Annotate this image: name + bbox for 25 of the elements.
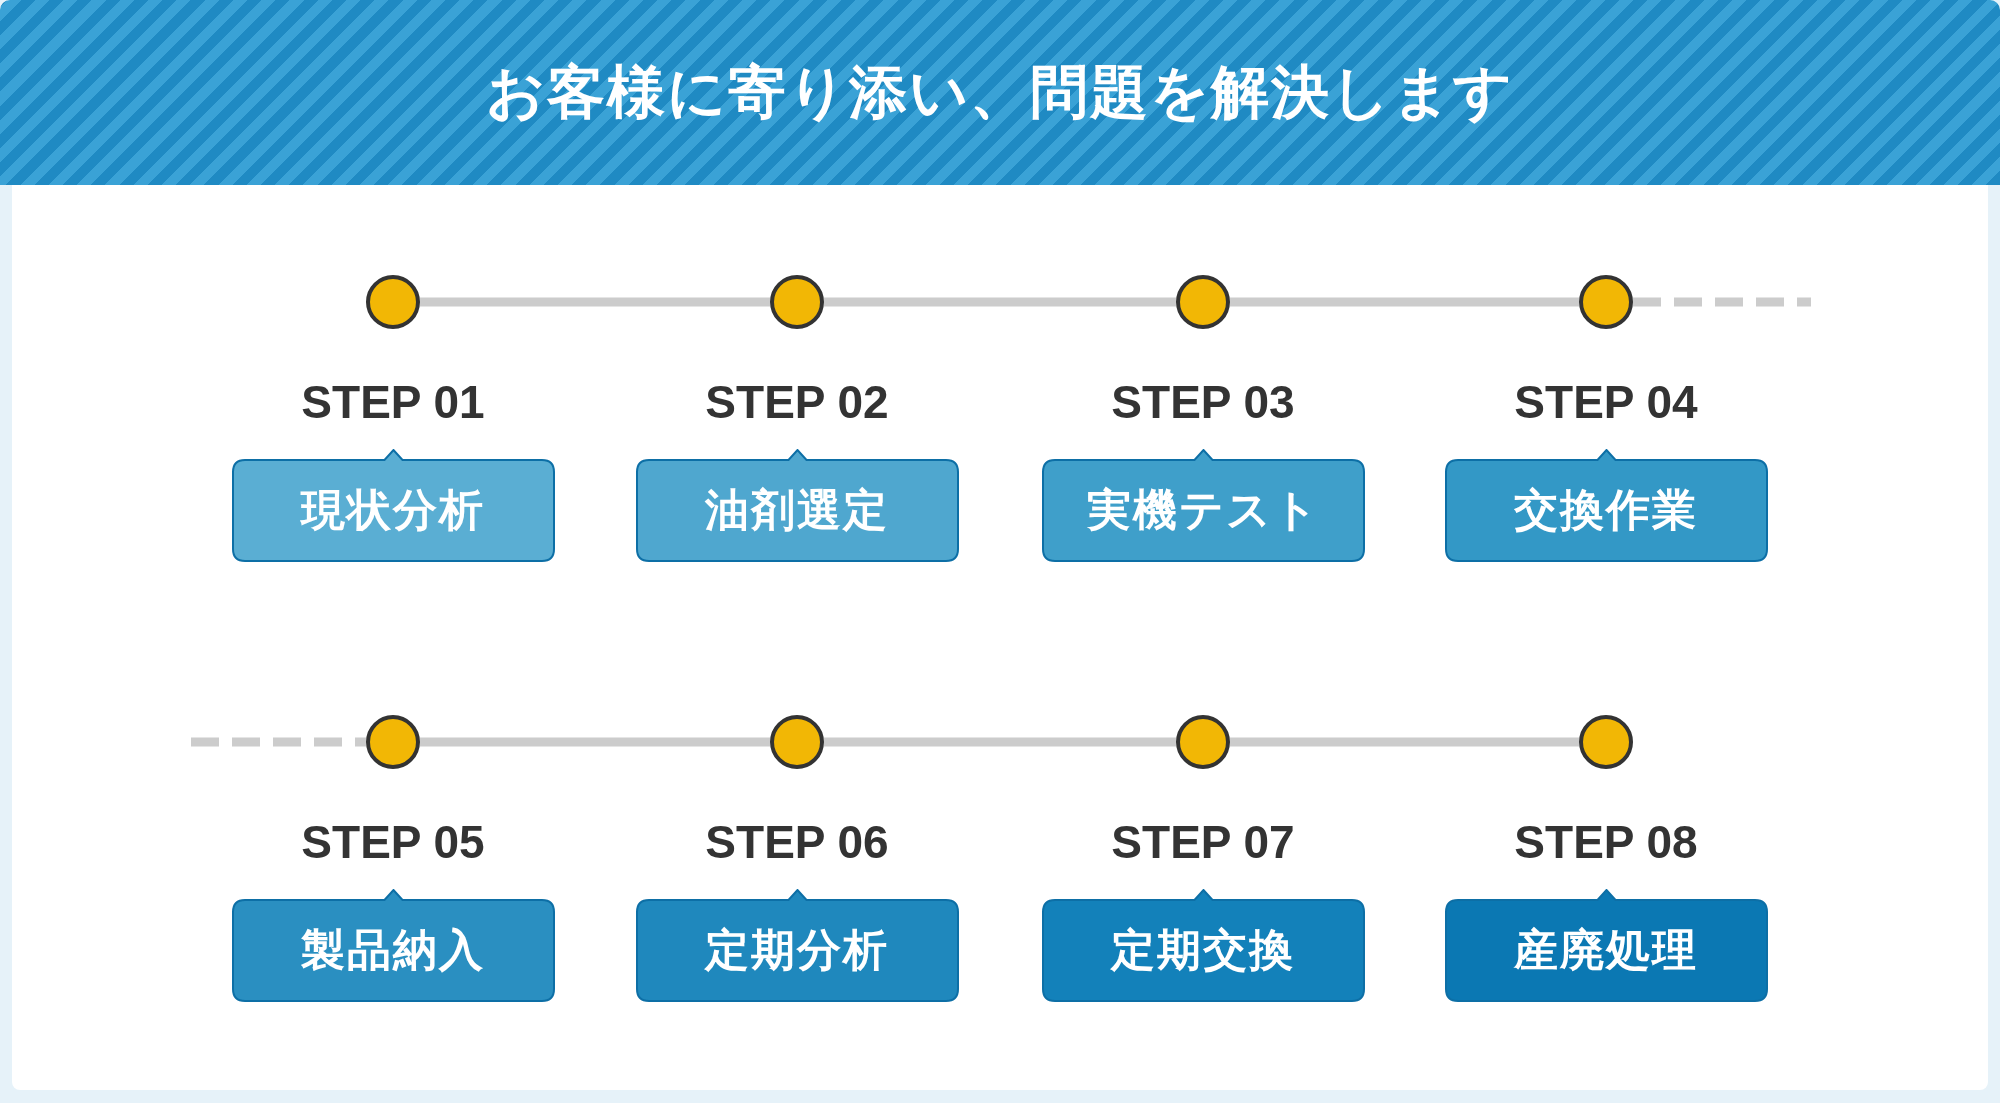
- timeline-line: [1230, 297, 1579, 307]
- step-callout-box: 定期分析: [635, 888, 959, 1002]
- timeline-line: [420, 737, 770, 747]
- step-label: STEP 02: [704, 374, 890, 429]
- step-label: STEP 06: [704, 814, 890, 869]
- step-callout-box: 実機テスト: [1041, 448, 1365, 562]
- timeline-line: [1230, 737, 1579, 747]
- dashed-line: [191, 737, 366, 747]
- step-label: STEP 07: [1110, 814, 1296, 869]
- step-label: STEP 01: [300, 374, 486, 429]
- dashed-line: [1633, 297, 1811, 307]
- step-label: STEP 03: [1110, 374, 1296, 429]
- step-label: STEP 08: [1513, 814, 1699, 869]
- step-callout-box: 産廃処理: [1444, 888, 1768, 1002]
- timeline-line: [420, 297, 770, 307]
- step-label: STEP 04: [1513, 374, 1699, 429]
- step-callout-box: 製品納入: [231, 888, 555, 1002]
- step-label: STEP 05: [300, 814, 486, 869]
- step-callout-box: 定期交換: [1041, 888, 1365, 1002]
- step-callout-box: 油剤選定: [635, 448, 959, 562]
- step-callout-box: 交換作業: [1444, 448, 1768, 562]
- step-callout-box: 現状分析: [231, 448, 555, 562]
- timeline-line: [824, 737, 1176, 747]
- title: お客様に寄り添い、問題を解決します: [486, 56, 1514, 128]
- timeline-line: [824, 297, 1176, 307]
